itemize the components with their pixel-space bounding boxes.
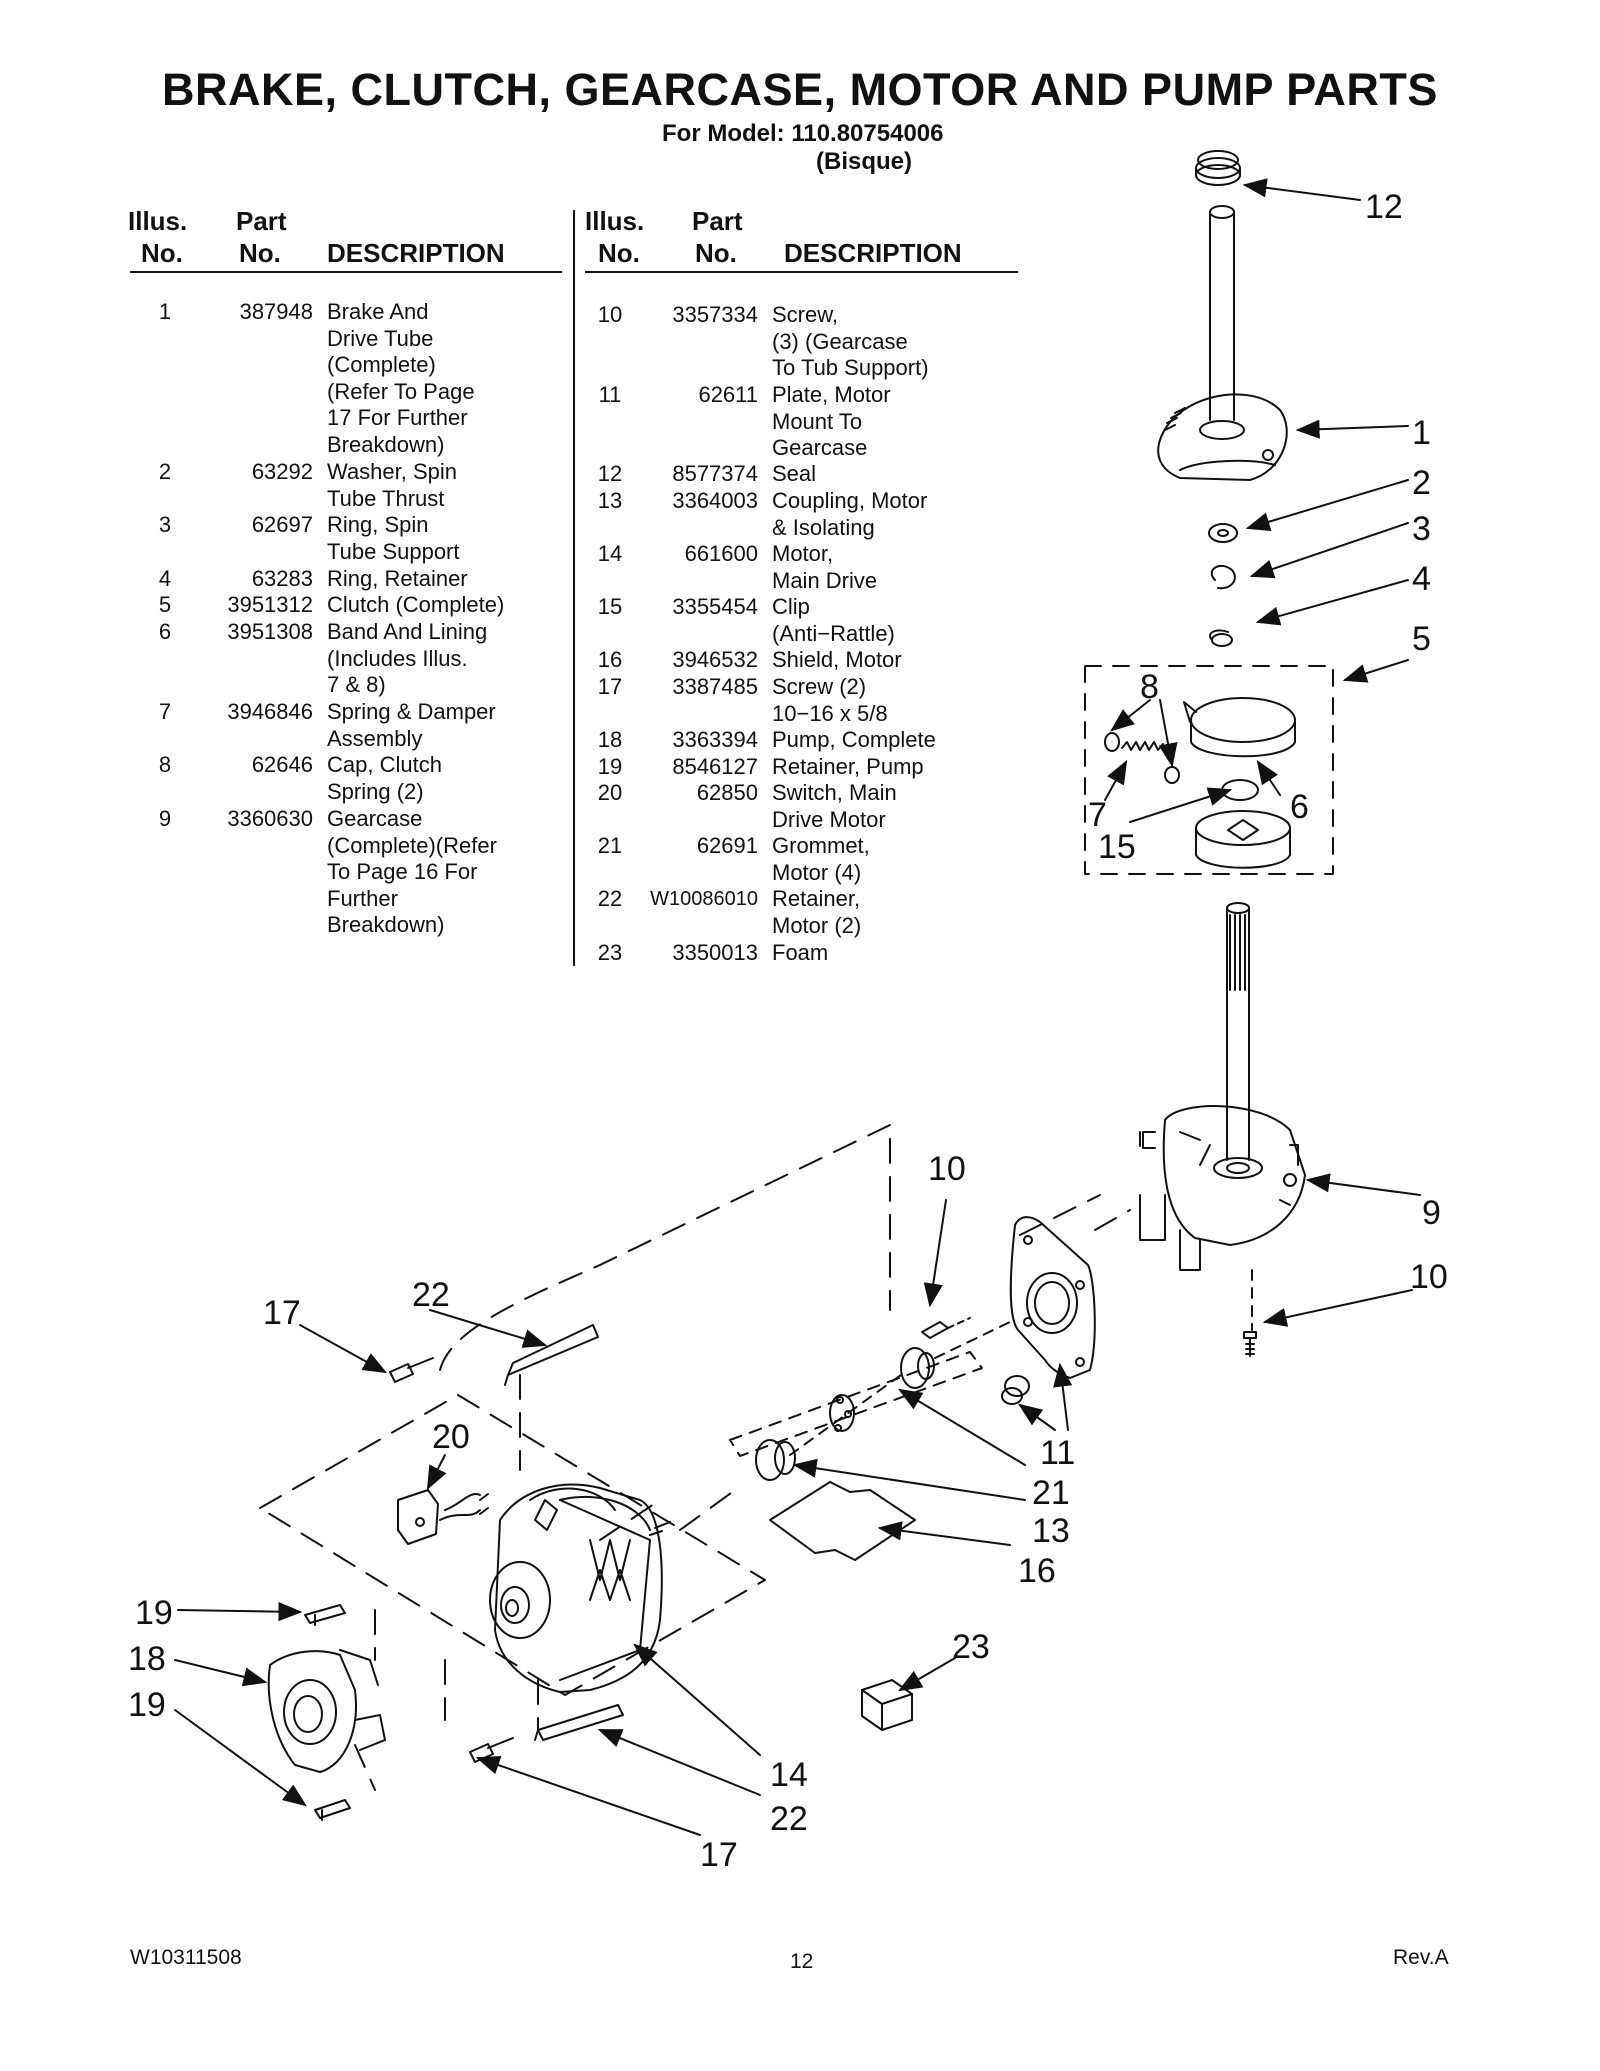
document-number: W10311508: [130, 1946, 242, 1969]
callout-7: 7: [1088, 796, 1107, 834]
page-number: 12: [790, 1950, 814, 1973]
left-header-illus: Illus.: [128, 206, 188, 236]
callout-19-lower: 19: [128, 1686, 166, 1724]
right-header-illus: Illus.: [585, 206, 645, 236]
assembly-guide-lines: [259, 1124, 1131, 1791]
column-divider: [573, 210, 575, 966]
callout-17-lower: 17: [700, 1836, 738, 1874]
main-drive-motor-part: [489, 1483, 671, 1693]
motor-screw-part: [389, 1357, 514, 1763]
callout-19-upper: 19: [135, 1594, 173, 1632]
revision-label: Rev.A: [1393, 1946, 1449, 1969]
motor-mount-plate-part: [1009, 1216, 1096, 1379]
callout-11: 11: [1040, 1434, 1075, 1472]
callout-17-upper: 17: [263, 1294, 301, 1332]
model-color: (Bisque): [816, 148, 912, 175]
callout-2: 2: [1412, 464, 1431, 502]
callout-10-lower: 10: [1410, 1258, 1448, 1296]
page-title: BRAKE, CLUTCH, GEARCASE, MOTOR AND PUMP …: [162, 64, 1438, 115]
callout-22-upper: 22: [412, 1276, 450, 1314]
callout-13: 13: [1032, 1512, 1070, 1550]
right-header-illus-no: No.: [598, 238, 640, 268]
motor-switch-part: [397, 1489, 489, 1545]
motor-retainer-part: [504, 1324, 624, 1741]
callout-12: 12: [1365, 188, 1403, 226]
gearcase-part: [1139, 1105, 1306, 1271]
seal-part: [1195, 150, 1241, 186]
right-header-rule: [585, 271, 1018, 273]
model-number: For Model: 110.80754006: [662, 120, 944, 147]
clutch-group-box: [1084, 665, 1334, 875]
left-header-rule: [130, 271, 562, 273]
callout-8: 8: [1140, 668, 1159, 706]
callout-6: 6: [1290, 788, 1309, 826]
clutch-body-part: [1195, 779, 1291, 869]
callout-22-lower: 22: [770, 1800, 808, 1838]
callout-21: 21: [1032, 1474, 1070, 1512]
left-header-part-no: No.: [239, 238, 281, 268]
callout-10-upper: 10: [928, 1150, 966, 1188]
callout-15: 15: [1098, 828, 1136, 866]
callout-9: 9: [1422, 1194, 1441, 1232]
plate-screw-part: [921, 1317, 971, 1339]
callout-leader-lines: [174, 178, 1421, 1836]
brake-drive-tube-part: [1157, 205, 1288, 481]
band-lining-part: [1183, 697, 1296, 758]
washer-ring-parts: [1208, 523, 1238, 647]
left-header-illus-no: No.: [141, 238, 183, 268]
callout-23: 23: [952, 1628, 990, 1666]
coupling-part: [729, 1321, 1011, 1481]
gearcase-screw-part: [1243, 1269, 1257, 1357]
pump-retainer-part: [304, 1604, 351, 1821]
foam-part: [861, 1679, 913, 1731]
callout-3: 3: [1412, 510, 1431, 548]
callout-1: 1: [1412, 414, 1431, 452]
left-header-part: Part: [236, 206, 287, 236]
drive-shaft-part: [1226, 902, 1250, 1161]
callout-18: 18: [128, 1640, 166, 1678]
callout-16: 16: [1018, 1552, 1056, 1590]
callout-20: 20: [432, 1418, 470, 1456]
right-header-part: Part: [692, 206, 743, 236]
right-header-part-no: No.: [695, 238, 737, 268]
right-header-description: DESCRIPTION: [784, 238, 962, 268]
grommet-part: [1001, 1375, 1030, 1405]
callout-4: 4: [1412, 560, 1431, 598]
callout-14: 14: [770, 1756, 808, 1794]
left-header-description: DESCRIPTION: [327, 238, 505, 268]
motor-shield-part: [769, 1481, 916, 1561]
pump-part: [267, 1649, 386, 1773]
callout-5: 5: [1412, 620, 1431, 658]
